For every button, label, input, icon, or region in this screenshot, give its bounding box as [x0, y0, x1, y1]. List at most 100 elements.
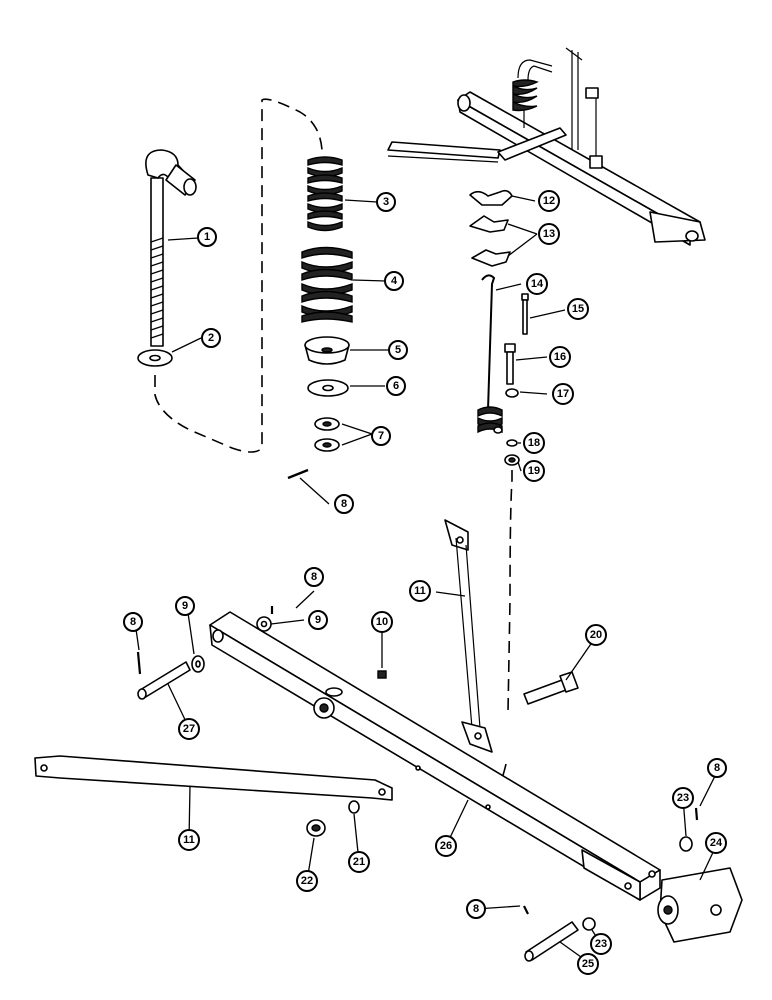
svg-text:18: 18: [528, 437, 540, 449]
assembled-view-illustration: [387, 47, 706, 246]
svg-text:22: 22: [301, 875, 313, 887]
callout-3: 3: [376, 192, 396, 212]
part-flat-washer-2: [137, 349, 173, 367]
callout-9-lower: 9: [308, 610, 328, 630]
svg-text:2: 2: [208, 332, 214, 344]
part-clevis-pin-25: [524, 921, 579, 962]
callout-12: 12: [538, 190, 560, 212]
svg-text:15: 15: [572, 303, 584, 315]
callout-1: 1: [197, 227, 217, 247]
callout-11-upright: 11: [409, 580, 431, 602]
svg-text:8: 8: [714, 762, 720, 774]
part-main-beam: [209, 611, 661, 901]
callout-20: 20: [585, 624, 607, 646]
callout-18: 18: [523, 432, 545, 454]
part-flat-washer-6: [307, 379, 349, 397]
part-cotter-pin-a: [287, 468, 309, 480]
part-nut-19: [504, 454, 520, 466]
callout-25: 25: [577, 953, 599, 975]
callout-9-upper: 9: [175, 596, 195, 616]
svg-text:13: 13: [543, 228, 555, 240]
part-washer-9b: [191, 655, 205, 673]
svg-text:20: 20: [590, 629, 602, 641]
callout-19: 19: [523, 460, 545, 482]
callout-16: 16: [549, 346, 571, 368]
svg-text:27: 27: [183, 723, 195, 735]
part-grease-fitting: [377, 670, 387, 679]
callout-8-cotter-c: 8: [123, 612, 143, 632]
part-j-bolt: [145, 149, 197, 347]
callout-23-lower: 23: [590, 933, 612, 955]
part-upright-strap: [444, 519, 493, 753]
svg-text:14: 14: [531, 278, 544, 290]
part-cotter-pin-e: [523, 905, 529, 915]
callout-4: 4: [384, 271, 404, 291]
svg-text:21: 21: [353, 856, 365, 868]
callout-27: 27: [178, 718, 200, 740]
part-long-bolt-20: [523, 671, 579, 705]
part-cotter-pin-c: [136, 651, 142, 675]
svg-text:8: 8: [341, 498, 347, 510]
part-wing-clip: [469, 189, 513, 206]
svg-text:8: 8: [130, 616, 136, 628]
svg-text:8: 8: [311, 571, 317, 583]
svg-text:8: 8: [473, 903, 479, 915]
callout-8-cotter-d: 8: [707, 758, 727, 778]
part-spring-cup: [304, 336, 350, 365]
part-hex-nuts: [314, 417, 340, 452]
svg-text:7: 7: [378, 430, 384, 442]
svg-text:23: 23: [595, 938, 607, 950]
svg-text:12: 12: [543, 195, 555, 207]
part-bolt-16: [504, 343, 516, 385]
callout-21: 21: [348, 851, 370, 873]
callout-14: 14: [526, 273, 548, 295]
callout-15: 15: [567, 298, 589, 320]
svg-text:17: 17: [557, 388, 569, 400]
svg-text:9: 9: [315, 614, 321, 626]
callout-26: 26: [435, 835, 457, 857]
svg-text:24: 24: [710, 837, 723, 849]
part-bolt-15: [521, 293, 529, 335]
callout-5: 5: [388, 340, 408, 360]
svg-text:26: 26: [440, 840, 452, 852]
callout-10: 10: [371, 611, 393, 633]
svg-text:19: 19: [528, 465, 540, 477]
part-lock-washer-21: [348, 800, 360, 814]
callout-22: 22: [296, 870, 318, 892]
part-small-spring: [307, 156, 343, 232]
svg-text:23: 23: [677, 792, 689, 804]
leader-lines: [134, 195, 718, 963]
callout-7: 7: [371, 426, 391, 446]
svg-text:5: 5: [395, 344, 401, 356]
svg-text:1: 1: [204, 231, 210, 243]
svg-text:25: 25: [582, 958, 594, 970]
svg-text:11: 11: [414, 585, 426, 597]
part-clevis-24: [657, 867, 743, 943]
part-washer-23b: [582, 917, 596, 931]
callout-11-lower: 11: [178, 829, 200, 851]
svg-text:9: 9: [182, 600, 188, 612]
svg-text:11: 11: [183, 834, 195, 846]
part-lock-washer-18: [506, 439, 518, 447]
part-clevis-pin-27: [137, 661, 191, 700]
part-lower-strap: [34, 755, 393, 801]
part-washer-23a: [679, 836, 693, 852]
callout-8-cotter-a: 8: [334, 494, 354, 514]
callout-8-cotter-e: 8: [466, 899, 486, 919]
svg-text:6: 6: [393, 380, 399, 392]
assembly-path-left: [154, 98, 323, 453]
part-spring-rod: [477, 274, 503, 434]
callout-8-cotter-b: 8: [304, 567, 324, 587]
callout-23-upper: 23: [672, 787, 694, 809]
callout-24: 24: [705, 832, 727, 854]
part-clamps: [469, 215, 511, 267]
svg-text:10: 10: [376, 616, 388, 628]
callout-6: 6: [386, 376, 406, 396]
callout-17: 17: [552, 383, 574, 405]
part-nut-22: [306, 819, 326, 837]
assembly-path-right: [507, 470, 513, 713]
callout-13: 13: [538, 223, 560, 245]
svg-text:4: 4: [391, 275, 398, 287]
part-large-spring: [301, 246, 353, 323]
